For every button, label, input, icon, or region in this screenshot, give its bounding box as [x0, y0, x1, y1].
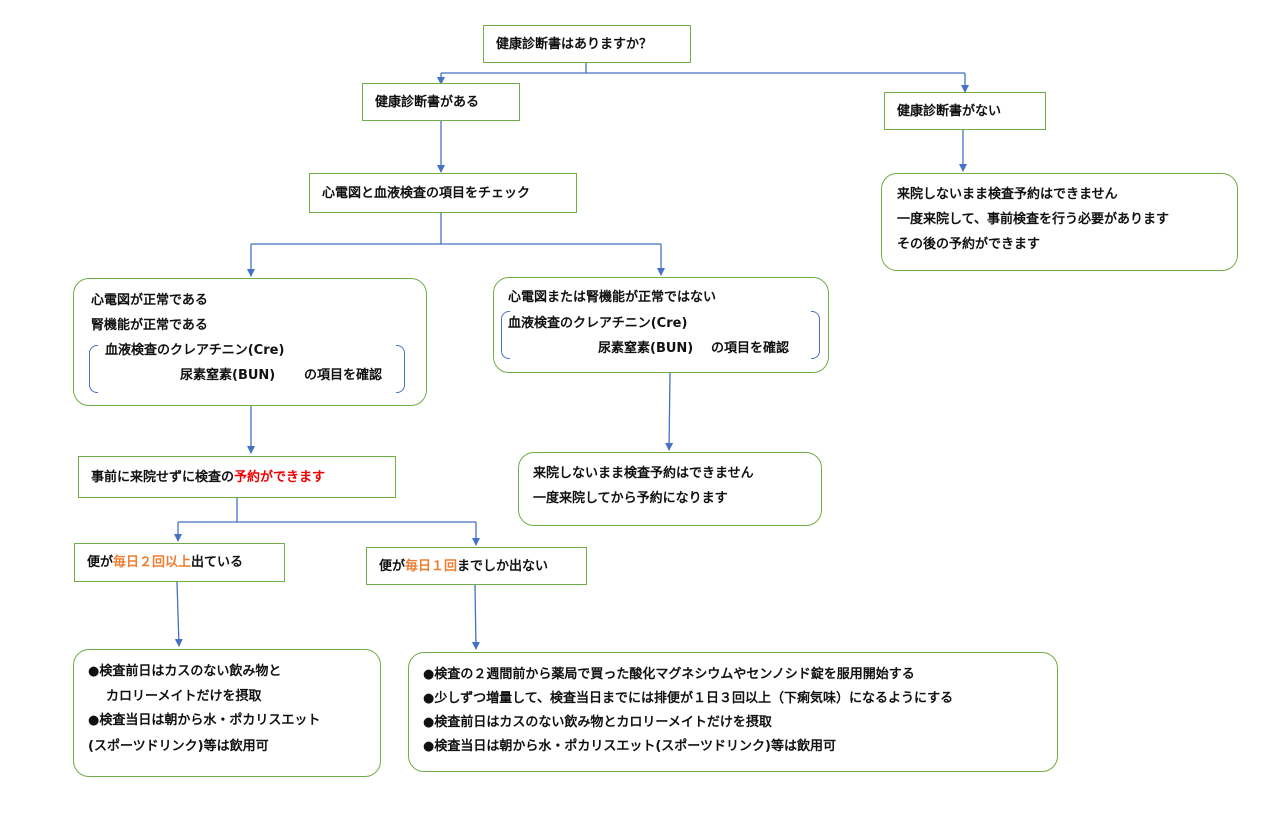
connector-to-stool-2-note — [174, 581, 183, 647]
stool-1-suffix: までしか出ない — [457, 558, 549, 574]
normal-bracket-right — [396, 345, 405, 393]
normal-line-ecg: 心電図が正常である — [91, 293, 208, 308]
note-abnormal: 来院しないまま検査予約はできません 一度来院してから予約になります — [518, 452, 822, 526]
note-no-certificate-line-1: 来院しないまま検査予約はできません — [897, 187, 1118, 202]
stool-1-highlight: 毎日１回 — [405, 558, 458, 574]
node-stool-twice-daily: 便が毎日２回以上出ている — [74, 543, 285, 582]
connector-start-branch — [441, 62, 965, 74]
stool-2-note-line-3: ●検査当日は朝から水・ポカリスエット — [88, 713, 321, 728]
node-abnormal-results: 心電図または腎機能が正常ではない 血液検査のクレアチニン(Cre) 尿素窒素(B… — [493, 277, 829, 373]
note-no-certificate-line-3: その後の予約ができます — [897, 237, 1041, 252]
note-no-certificate: 来院しないまま検査予約はできません 一度来院して、事前検査を行う必要があります … — [881, 173, 1238, 271]
connector-to-abnormal-note — [665, 372, 674, 451]
abnormal-line-bun: 尿素窒素(BUN) — [598, 341, 694, 356]
stool-2-note-line-1: ●検査前日はカスのない飲み物と — [88, 664, 282, 679]
stool-2-suffix: 出ている — [191, 555, 244, 570]
question-has-health-certificate: 健康診断書はありますか？ — [483, 25, 691, 63]
node-has-certificate-text: 健康診断書がある — [375, 94, 480, 110]
note-abnormal-line-1: 来院しないまま検査予約はできません — [533, 466, 754, 481]
node-reservation-possible: 事前に来院せずに検査の予約ができます — [78, 456, 396, 498]
node-check-ecg-and-blood: 心電図と血液検査の項目をチェック — [309, 173, 577, 213]
question-text: 健康診断書はありますか？ — [496, 36, 653, 52]
stool-1-note-line-4: ●検査当日は朝から水・ポカリスエット(スポーツドリンク)等は飲用可 — [423, 739, 836, 754]
node-no-certificate-text: 健康診断書がない — [897, 103, 1002, 119]
connector-to-stool-1-note — [471, 584, 480, 650]
node-check-text: 心電図と血液検査の項目をチェック — [322, 185, 531, 201]
note-stool-once: ●検査の２週間前から薬局で買った酸化マグネシウムやセンノシド錠を服用開始する ●… — [408, 652, 1058, 772]
normal-bracket-left — [89, 345, 98, 393]
stool-1-prefix: 便が — [379, 558, 406, 574]
node-stool-once-daily: 便が毎日１回までしか出ない — [366, 547, 587, 585]
stool-2-prefix: 便が — [87, 555, 114, 570]
note-stool-twice: ●検査前日はカスのない飲み物と カロリーメイトだけを摂取 ●検査当日は朝から水・… — [73, 649, 381, 777]
connector-reserve-branch — [178, 498, 476, 523]
note-no-certificate-line-2: 一度来院して、事前検査を行う必要があります — [897, 212, 1169, 227]
abnormal-bracket-right — [811, 311, 820, 359]
normal-line-confirm: の項目を確認 — [304, 368, 383, 383]
abnormal-line-ecg-or-kidney: 心電図または腎機能が正常ではない — [508, 290, 717, 305]
note-abnormal-line-2: 一度来院してから予約になります — [533, 491, 728, 506]
abnormal-line-creatinine: 血液検査のクレアチニン(Cre) — [508, 316, 688, 331]
normal-line-creatinine: 血液検査のクレアチニン(Cre) — [105, 343, 285, 358]
stool-2-highlight: 毎日２回以上 — [113, 555, 192, 570]
node-no-certificate: 健康診断書がない — [884, 92, 1046, 130]
node-normal-results: 心電図が正常である 腎機能が正常である 血液検査のクレアチニン(Cre) 尿素窒… — [73, 278, 427, 406]
stool-2-note-line-2: カロリーメイトだけを摂取 — [106, 689, 262, 704]
connector-check-branch — [251, 212, 661, 245]
reserve-ok-text: 事前に来院せずに検査の — [91, 469, 235, 485]
node-has-certificate: 健康診断書がある — [362, 83, 520, 121]
reserve-ok-highlight: 予約ができます — [234, 469, 326, 485]
normal-line-kidney: 腎機能が正常である — [91, 318, 208, 333]
abnormal-bracket-left — [501, 311, 510, 359]
normal-line-bun: 尿素窒素(BUN) — [180, 368, 276, 383]
abnormal-line-confirm: の項目を確認 — [711, 341, 790, 356]
stool-1-note-line-1: ●検査の２週間前から薬局で買った酸化マグネシウムやセンノシド錠を服用開始する — [423, 667, 915, 682]
stool-2-note-line-4: (スポーツドリンク)等は飲用可 — [88, 739, 269, 754]
stool-1-note-line-2: ●少しずつ増量して、検査当日までには排便が１日３回以上（下痢気味）になるようにす… — [423, 691, 954, 706]
stool-1-note-line-3: ●検査前日はカスのない飲み物とカロリーメイトだけを摂取 — [423, 715, 772, 730]
